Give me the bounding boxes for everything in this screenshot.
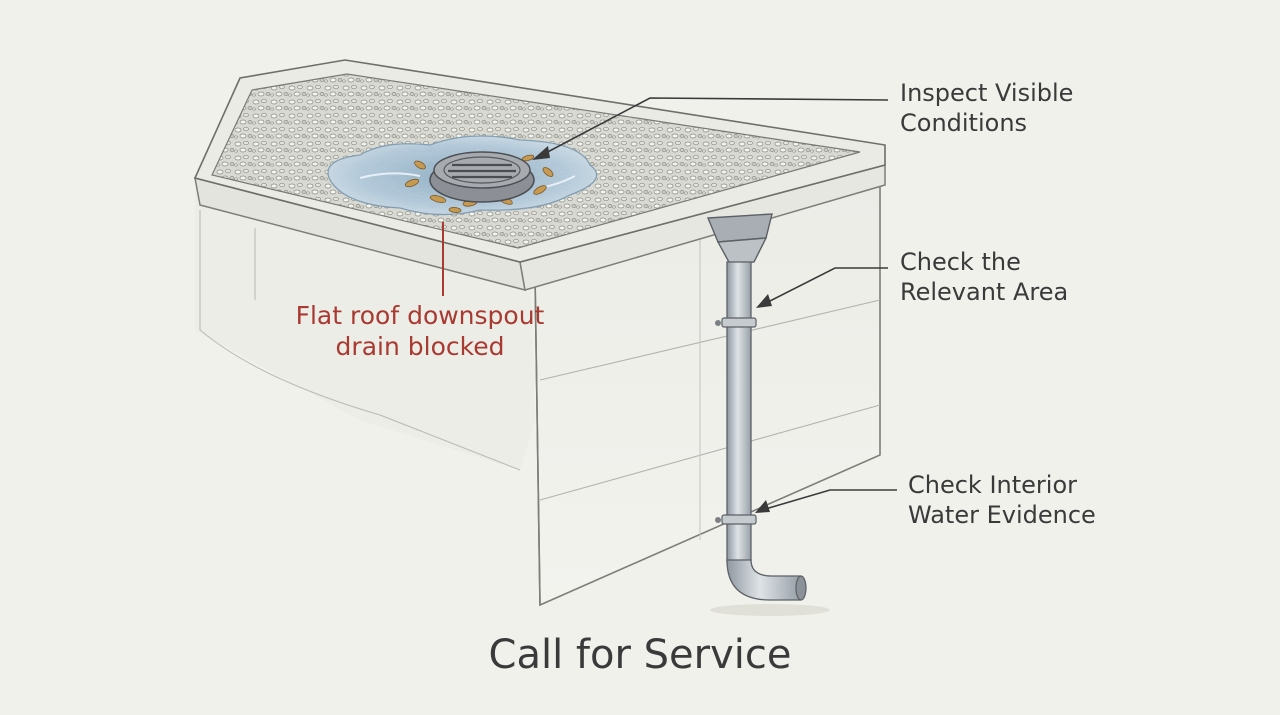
callout-text: Conditions — [900, 109, 1028, 137]
callout-text: Check the — [900, 248, 1021, 276]
callout-text: Relevant Area — [900, 278, 1069, 306]
callout-text: Inspect Visible — [900, 79, 1074, 107]
callout-text: Water Evidence — [908, 501, 1096, 529]
callout-inspect-visible-conditions: Inspect Visible Conditions — [900, 78, 1073, 138]
callout-text: Check Interior — [908, 471, 1078, 499]
problem-label-line: Flat roof downspout — [295, 301, 545, 330]
callout-check-relevant-area: Check the Relevant Area — [900, 247, 1068, 307]
call-for-service-heading: Call for Service — [488, 632, 792, 678]
problem-label: Flat roof downspout drain blocked — [270, 300, 570, 363]
callout-check-interior-water-evidence: Check Interior Water Evidence — [908, 470, 1096, 530]
problem-label-line: drain blocked — [335, 332, 505, 362]
